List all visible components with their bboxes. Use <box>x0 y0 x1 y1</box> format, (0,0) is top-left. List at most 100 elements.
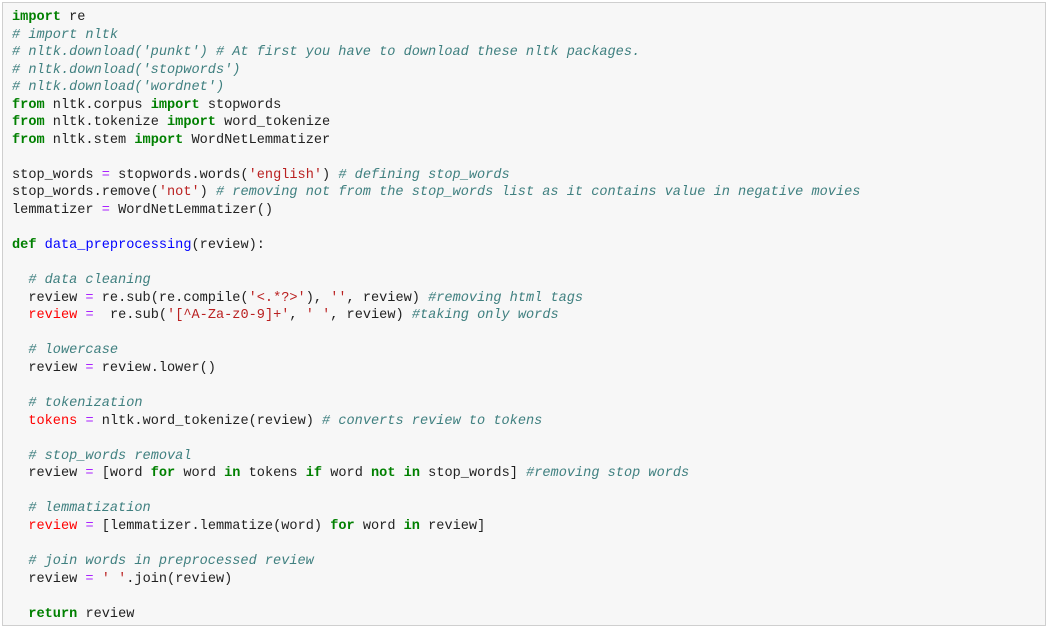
code-text: WordNetLemmatizer <box>183 132 331 148</box>
code-line[interactable]: # join words in preprocessed review <box>12 553 860 571</box>
code-text: [lemmatizer.lemmatize(word) <box>93 518 331 534</box>
code-line[interactable] <box>12 325 860 343</box>
comment: # defining stop_words <box>338 167 510 183</box>
comment: # removing not from the stop_words list … <box>215 185 861 201</box>
code-line[interactable]: # import nltk <box>12 27 860 45</box>
code-line[interactable]: review = [word for word in tokens if wor… <box>12 465 860 483</box>
code-text <box>396 466 404 481</box>
code-text <box>12 343 28 358</box>
keyword: for <box>330 518 355 534</box>
keyword: from <box>12 132 45 148</box>
code-editor[interactable]: import re# import nltk# nltk.download('p… <box>12 9 860 623</box>
code-text: nltk.stem <box>44 132 135 148</box>
code-text: WordNetLemmatizer() <box>109 203 274 219</box>
operator: = <box>101 167 110 183</box>
code-line[interactable]: review = re.sub('[^A-Za-z0-9]+', ' ', re… <box>12 307 860 325</box>
code-line[interactable]: from nltk.tokenize import word_tokenize <box>12 114 860 132</box>
code-text: nltk.word_tokenize(review) <box>93 413 323 429</box>
code-text: , review) <box>330 308 412 324</box>
code-text <box>12 308 28 323</box>
code-text <box>12 554 28 569</box>
keyword: not <box>371 466 396 482</box>
code-text: review <box>12 571 86 587</box>
code-text: nltk.tokenize <box>44 115 168 131</box>
string: '[^A-Za-z0-9]+' <box>167 308 290 324</box>
code-text: word_tokenize <box>215 115 331 131</box>
code-text: review <box>77 606 135 622</box>
code-text <box>12 449 28 464</box>
comment: # nltk.download('stopwords') <box>12 62 241 78</box>
code-text <box>36 238 44 253</box>
code-text: stop_words.remove( <box>12 185 159 201</box>
code-line[interactable] <box>12 220 860 238</box>
code-line[interactable]: stop_words.remove('not') # removing not … <box>12 184 860 202</box>
code-text <box>12 273 28 288</box>
keyword: def <box>12 238 37 254</box>
highlighted-variable: review <box>28 308 78 324</box>
code-line[interactable]: review = ' '.join(review) <box>12 571 860 589</box>
code-text: lemmatizer <box>12 203 102 219</box>
operator: = <box>85 466 94 482</box>
comment: # nltk.download('wordnet') <box>12 80 225 96</box>
comment: # stop_words removal <box>28 448 192 464</box>
code-line[interactable]: # stop_words removal <box>12 448 860 466</box>
code-line[interactable]: # nltk.download('stopwords') <box>12 62 860 80</box>
code-text: , review) <box>346 290 429 306</box>
code-line[interactable]: review = [lemmatizer.lemmatize(word) for… <box>12 518 860 536</box>
string: 'not' <box>158 185 200 201</box>
string: '<.*?>' <box>248 290 306 306</box>
keyword: in <box>403 518 420 534</box>
code-text: re.sub( <box>93 308 168 324</box>
code-line[interactable]: stop_words = stopwords.words('english') … <box>12 167 860 185</box>
code-line[interactable]: def data_preprocessing(review): <box>12 237 860 255</box>
code-text: stopwords.words( <box>109 167 249 183</box>
code-line[interactable]: tokens = nltk.word_tokenize(review) # co… <box>12 413 860 431</box>
code-line[interactable]: from nltk.stem import WordNetLemmatizer <box>12 132 860 150</box>
highlighted-variable: review <box>28 518 78 534</box>
operator: = <box>85 518 94 534</box>
code-line[interactable] <box>12 255 860 273</box>
keyword: from <box>12 115 45 131</box>
code-text: re <box>60 10 86 25</box>
code-text: review] <box>419 518 486 534</box>
code-line[interactable]: # tokenization <box>12 395 860 413</box>
function-name: data_preprocessing <box>44 238 192 254</box>
code-line[interactable]: # lemmatization <box>12 500 860 518</box>
code-text <box>12 396 28 411</box>
code-text: ) <box>322 167 339 183</box>
comment: # tokenization <box>28 396 143 412</box>
code-line[interactable]: # nltk.download('punkt') # At first you … <box>12 44 860 62</box>
keyword: import <box>134 132 184 148</box>
code-line[interactable] <box>12 535 860 553</box>
code-line[interactable]: # nltk.download('wordnet') <box>12 79 860 97</box>
code-text: re.sub(re.compile( <box>93 290 249 306</box>
code-line[interactable] <box>12 483 860 501</box>
code-line[interactable]: review = review.lower() <box>12 360 860 378</box>
code-text: .join(review) <box>126 571 233 587</box>
code-line[interactable]: review = re.sub(re.compile('<.*?>'), '',… <box>12 290 860 308</box>
comment: # nltk.download('punkt') # At first you … <box>12 45 641 61</box>
code-line[interactable]: # data cleaning <box>12 272 860 290</box>
keyword: for <box>150 466 176 482</box>
code-text: ), <box>305 290 331 306</box>
string: 'english' <box>248 167 323 183</box>
code-text <box>94 572 102 587</box>
code-text: review <box>12 466 86 482</box>
code-line[interactable]: from nltk.corpus import stopwords <box>12 97 860 115</box>
code-line[interactable] <box>12 588 860 606</box>
code-text: [word <box>93 466 151 482</box>
comment: # join words in preprocessed review <box>28 553 314 569</box>
code-text <box>12 414 28 429</box>
code-line[interactable]: return review <box>12 606 860 624</box>
keyword: return <box>28 606 78 622</box>
code-line[interactable]: # lowercase <box>12 342 860 360</box>
code-text <box>12 607 28 622</box>
code-line[interactable]: import re <box>12 9 860 27</box>
code-line[interactable]: lemmatizer = WordNetLemmatizer() <box>12 202 860 220</box>
code-line[interactable] <box>12 377 860 395</box>
code-line[interactable] <box>12 149 860 167</box>
code-line[interactable] <box>12 430 860 448</box>
comment: # import nltk <box>12 27 119 43</box>
comment: # lowercase <box>28 343 119 359</box>
